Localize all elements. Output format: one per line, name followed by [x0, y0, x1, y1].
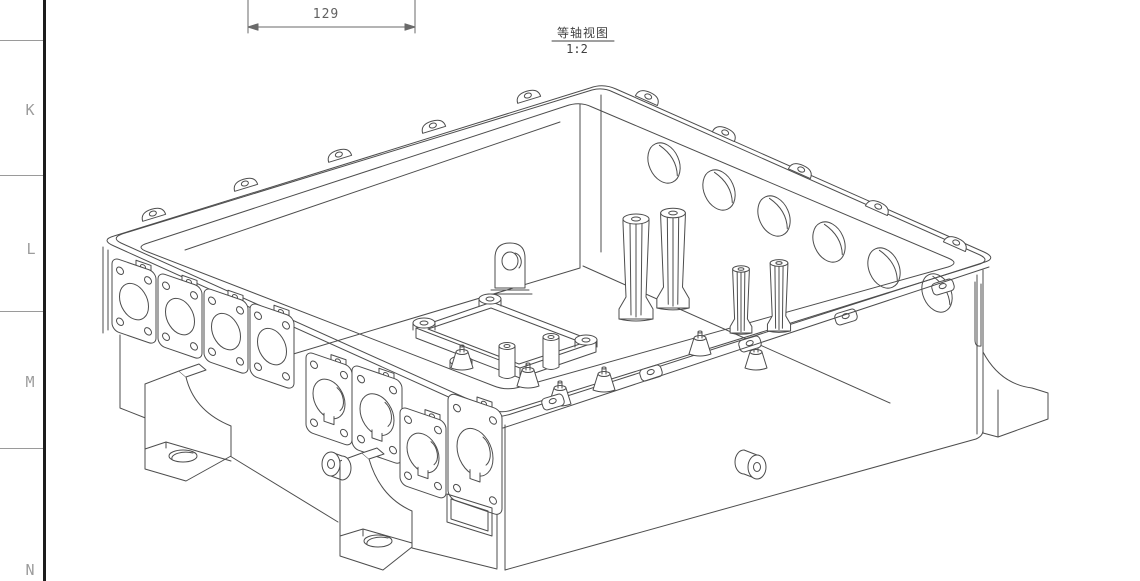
zone-divider — [0, 311, 43, 312]
label-recess-panel — [447, 494, 492, 536]
view-title: 等轴视图 — [556, 26, 609, 40]
lifting-lug — [488, 243, 532, 294]
connector-flange-row — [112, 252, 502, 517]
zone-label-k: K — [25, 101, 35, 119]
view-scale: 1:2 — [566, 42, 588, 56]
zone-label-l: L — [26, 240, 36, 258]
zone-divider — [0, 448, 43, 449]
mounting-foot-left — [145, 364, 231, 481]
breather-plug-cylinder — [322, 452, 351, 480]
housing-top-flange — [107, 86, 991, 417]
connector-flange-keyed — [306, 346, 352, 447]
sheet-border-line — [43, 0, 46, 581]
connector-flange — [204, 282, 248, 375]
breather-plug-cylinder — [735, 450, 766, 479]
zone-label-m: M — [25, 373, 35, 391]
zone-divider — [0, 40, 43, 41]
connector-flange — [158, 267, 202, 360]
mounting-foot-center — [340, 448, 412, 570]
zone-divider — [0, 175, 43, 176]
dimension-129 — [248, 0, 415, 33]
dimension-value: 129 — [312, 7, 340, 22]
connector-flange — [112, 252, 156, 345]
connector-flange — [250, 297, 294, 390]
mounting-foot-right — [983, 352, 1048, 437]
connector-flange-keyed — [448, 387, 502, 517]
connector-flange-keyed — [400, 401, 446, 500]
connector-flange-keyed — [352, 359, 402, 465]
zone-label-n: N — [25, 561, 35, 579]
